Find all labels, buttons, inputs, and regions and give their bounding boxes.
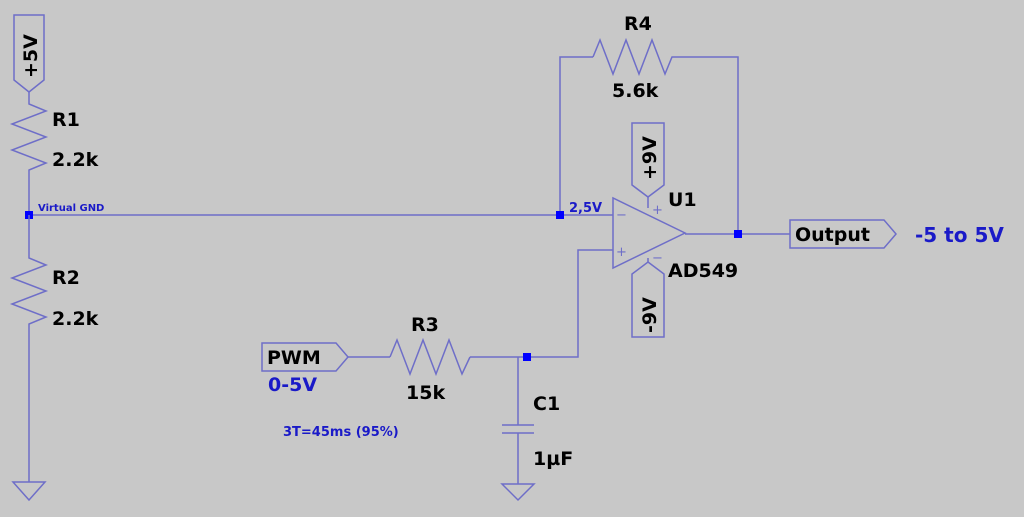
net-label-inverting: 2,5V [569, 201, 602, 216]
svg-text:+9V: +9V [639, 136, 661, 180]
svg-text:+5V: +5V [20, 34, 42, 78]
power-flag-5v[interactable]: +5V [13, 14, 45, 93]
ground-icon [500, 483, 536, 502]
output-range-label: -5 to 5V [915, 223, 1004, 247]
wire [559, 56, 593, 215]
svg-text:−: − [616, 208, 627, 223]
svg-text:R4: R4 [624, 13, 652, 35]
wire [470, 249, 613, 358]
svg-text:PWM: PWM [267, 347, 321, 369]
junction-node [734, 230, 742, 238]
svg-text:−: − [652, 251, 663, 266]
time-constant-note: 3T=45ms (95%) [283, 425, 399, 440]
ground-icon [11, 481, 47, 502]
junction-node [556, 211, 564, 219]
net-label-virtual-gnd: Virtual GND [38, 203, 104, 214]
resistor-r4[interactable]: R4 5.6k [592, 13, 739, 234]
opamp-u1[interactable]: − + + − U1 AD549 [612, 189, 738, 282]
output-port[interactable]: Output [789, 219, 897, 249]
power-flag-9v-negative[interactable]: -9V [631, 261, 665, 338]
svg-text:Output: Output [795, 224, 870, 246]
svg-text:15k: 15k [406, 382, 445, 404]
svg-text:5.6k: 5.6k [612, 80, 659, 102]
resistor-r1[interactable]: R1 2.2k [9, 98, 99, 215]
junction-node [523, 353, 531, 361]
power-flag-9v-positive[interactable]: +9V [631, 122, 665, 198]
svg-text:+: + [616, 245, 627, 260]
resistor-r2[interactable]: R2 2.2k [9, 215, 99, 482]
svg-text:1µF: 1µF [533, 448, 573, 470]
svg-text:R2: R2 [52, 267, 80, 289]
svg-text:R1: R1 [52, 109, 80, 131]
pwm-range-label: 0-5V [268, 374, 317, 396]
svg-text:2.2k: 2.2k [52, 149, 99, 171]
svg-text:-9V: -9V [639, 297, 661, 333]
svg-text:U1: U1 [668, 189, 697, 211]
resistor-r3[interactable]: R3 15k [389, 314, 471, 404]
svg-text:+: + [652, 203, 663, 218]
pwm-port[interactable]: PWM [261, 342, 349, 372]
svg-text:2.2k: 2.2k [52, 308, 99, 330]
svg-text:R3: R3 [411, 314, 439, 336]
svg-text:AD549: AD549 [668, 260, 738, 282]
svg-text:C1: C1 [533, 393, 560, 415]
capacitor-c1[interactable]: C1 1µF [502, 357, 573, 484]
